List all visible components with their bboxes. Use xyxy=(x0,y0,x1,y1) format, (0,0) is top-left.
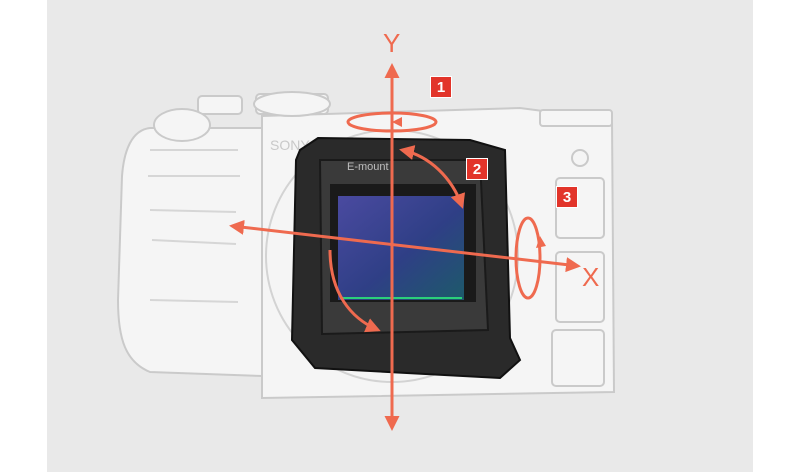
badge-1: 1 xyxy=(430,76,452,98)
badge-2: 2 xyxy=(466,158,488,180)
x-axis-arrow xyxy=(229,219,581,273)
y-axis-label: Y xyxy=(383,28,401,58)
x-axis-label: X xyxy=(582,262,600,292)
mount-text: E-mount xyxy=(347,161,389,173)
image-sensor xyxy=(338,196,464,300)
roll-rotation-arrow xyxy=(399,145,466,209)
badge-3: 3 xyxy=(556,186,578,208)
pitch-rotation-arrow xyxy=(514,216,542,300)
yaw-rotation-arrow xyxy=(346,111,438,133)
